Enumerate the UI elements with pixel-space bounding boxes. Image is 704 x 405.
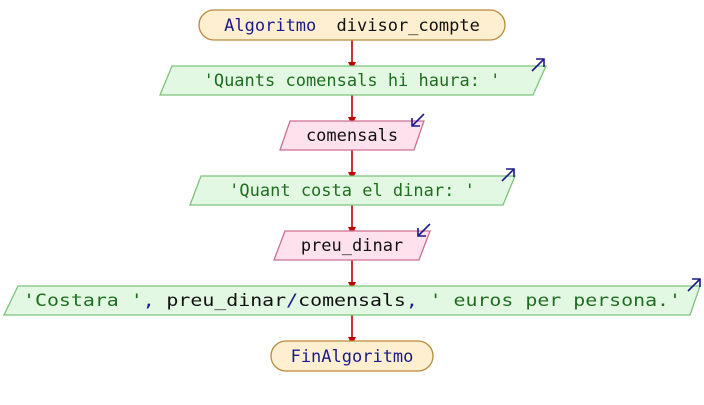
start-keyword: Algoritmo <box>224 16 316 36</box>
output-string-costara: 'Costara ' <box>23 291 143 311</box>
output-step-1: 'Quants comensals hi haura: ' <box>159 58 548 96</box>
input-arrow-icon <box>411 113 425 127</box>
output-arrow-icon <box>501 168 515 182</box>
svg-text:Algoritmo divisor_compte: Algoritmo divisor_compte <box>224 16 480 36</box>
input-variable-2: preu_dinar <box>301 236 403 256</box>
algorithm-name: divisor_compte <box>337 16 480 36</box>
division-operator: / <box>286 291 298 311</box>
comma-1: , <box>143 291 155 311</box>
end-terminal: FinAlgoritmo <box>270 340 434 372</box>
start-terminal: Algoritmo divisor_compte <box>198 9 506 41</box>
input-variable-1: comensals <box>306 126 398 146</box>
variable-preu-dinar: preu_dinar <box>166 291 286 311</box>
output-step-3: 'Costara ', preu_dinar/comensals, ' euros … <box>2 278 701 316</box>
output-string-euros: ' euros per persona.' <box>430 291 681 311</box>
end-keyword: FinAlgoritmo <box>291 347 414 367</box>
output-step-2: 'Quant costa el dinar: ' <box>189 168 516 206</box>
comma-2: , <box>406 291 418 311</box>
output-text-2: 'Quant costa el dinar: ' <box>229 181 475 201</box>
input-step-1: comensals <box>279 113 425 151</box>
input-arrow-icon <box>417 223 431 237</box>
output-text-1: 'Quants comensals hi haura: ' <box>204 71 501 91</box>
output-arrow-icon <box>687 278 701 292</box>
output-text-3: 'Costara ', preu_dinar/comensals, ' euros … <box>23 291 681 311</box>
input-step-2: preu_dinar <box>273 223 431 261</box>
variable-comensals: comensals <box>298 291 406 311</box>
output-arrow-icon <box>531 58 545 72</box>
